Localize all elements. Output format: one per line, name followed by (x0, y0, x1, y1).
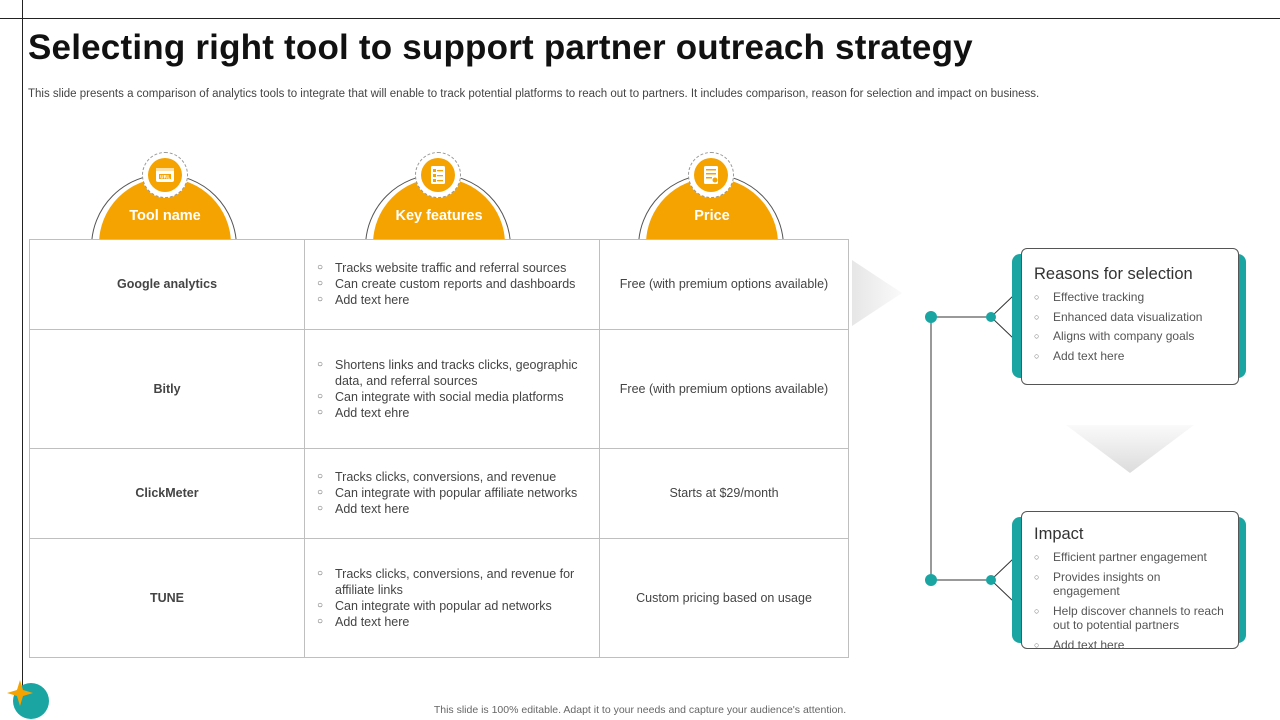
features-cell: Tracks clicks, conversions, and revenue … (304, 447, 600, 539)
features-cell: Tracks website traffic and referral sour… (304, 239, 600, 330)
sparkle-icon (7, 680, 49, 719)
footer-note: This slide is 100% editable. Adapt it to… (433, 704, 847, 716)
feature-item: Can create custom reports and dashboards (317, 276, 589, 292)
table-row: TUNE Tracks clicks, conversions, and rev… (29, 537, 849, 659)
top-rule (0, 18, 1280, 19)
feature-item: Add text ehre (317, 405, 589, 421)
tool-name-cell: ClickMeter (29, 447, 305, 539)
feature-item: Tracks website traffic and referral sour… (317, 260, 589, 276)
reason-item: Enhanced data visualization (1034, 310, 1228, 325)
table-row: ClickMeter Tracks clicks, conversions, a… (29, 447, 849, 539)
connector-dot (925, 574, 937, 586)
impact-item: Efficient partner engagement (1034, 550, 1228, 565)
reason-item: Add text here (1034, 349, 1228, 364)
feature-item: Add text here (317, 501, 589, 517)
header-label: Tool name (129, 208, 201, 224)
feature-item: Tracks clicks, conversions, and revenue (317, 469, 589, 485)
feature-item: Can integrate with popular ad networks (317, 598, 589, 614)
feature-item: Add text here (317, 614, 589, 630)
features-cell: Tracks clicks, conversions, and revenue … (304, 537, 600, 659)
price-cell: Starts at $29/month (599, 447, 849, 539)
connector-dot (986, 312, 996, 322)
price-cell: Custom pricing based on usage (599, 537, 849, 659)
url-icon: URL (142, 152, 188, 198)
header-label: Price (694, 208, 730, 224)
impact-item: Provides insights on engagement (1034, 570, 1228, 599)
price-cell: Free (with premium options available) (599, 328, 849, 449)
impact-item: Help discover channels to reach out to p… (1034, 604, 1228, 633)
checklist-icon (415, 152, 461, 198)
reason-item: Aligns with company goals (1034, 329, 1228, 344)
reasons-title: Reasons for selection (1034, 265, 1193, 283)
feature-item: Can integrate with social media platform… (317, 389, 589, 405)
connector-dot (925, 311, 937, 323)
connector-dot (986, 575, 996, 585)
page-title: Selecting right tool to support partner … (28, 28, 973, 67)
svg-text:URL: URL (160, 174, 170, 180)
tool-name-cell: TUNE (29, 537, 305, 659)
page-subtitle: This slide presents a comparison of anal… (28, 88, 1040, 100)
features-cell: Shortens links and tracks clicks, geogra… (304, 328, 600, 449)
comparison-table: Google analytics Tracks website traffic … (29, 239, 849, 659)
tool-name-cell: Google analytics (29, 239, 305, 330)
tool-name-cell: Bitly (29, 328, 305, 449)
reason-item: Effective tracking (1034, 290, 1228, 305)
price-cell: Free (with premium options available) (599, 239, 849, 330)
price-list-icon (688, 152, 734, 198)
feature-item: Add text here (317, 292, 589, 308)
table-row: Bitly Shortens links and tracks clicks, … (29, 328, 849, 449)
feature-item: Can integrate with popular affiliate net… (317, 485, 589, 501)
header-label: Key features (395, 208, 483, 224)
left-rule (22, 0, 23, 690)
impact-item: Add text here (1034, 638, 1228, 653)
impact-title: Impact (1034, 525, 1084, 543)
table-row: Google analytics Tracks website traffic … (29, 239, 849, 330)
feature-item: Shortens links and tracks clicks, geogra… (317, 357, 589, 389)
feature-item: Tracks clicks, conversions, and revenue … (317, 566, 589, 598)
